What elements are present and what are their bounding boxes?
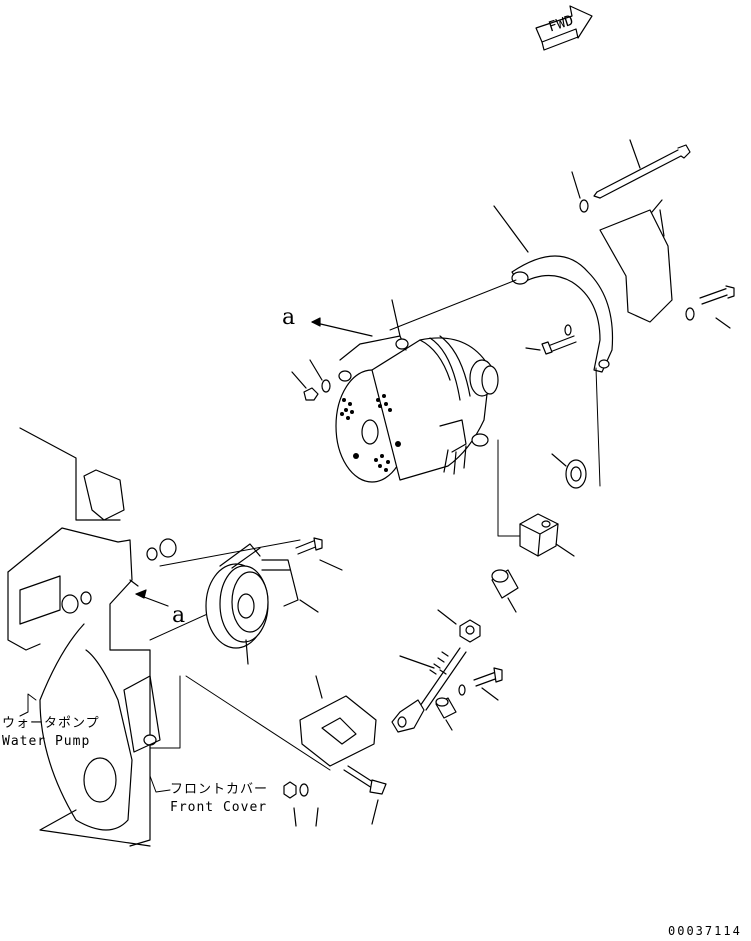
view-arrow <box>135 589 169 607</box>
long-bolt <box>593 139 691 199</box>
bolt <box>525 324 577 355</box>
alternator <box>335 299 499 483</box>
view-marker-left: a <box>172 603 186 628</box>
mounting-bracket <box>493 205 614 373</box>
alignment-lines <box>149 279 601 771</box>
bolt <box>343 765 387 825</box>
water-pump-label-jp: ウォータポンプ <box>2 716 100 731</box>
alternator-cover-plate <box>599 199 673 323</box>
adjusting-rod <box>391 647 467 733</box>
fwd-arrow-icon <box>535 5 593 51</box>
pulley <box>205 543 269 665</box>
washer <box>299 783 319 827</box>
nut <box>437 609 481 643</box>
nut <box>291 371 319 401</box>
bolt <box>295 537 343 571</box>
adjusting-block <box>519 513 575 557</box>
front-cover-label-jp: フロントカバー <box>170 782 269 797</box>
label-leaders <box>19 693 171 793</box>
collar <box>551 453 587 489</box>
water-pump-fitting <box>61 538 177 614</box>
bolt <box>685 285 735 329</box>
washer <box>571 171 589 213</box>
spacer <box>491 569 519 613</box>
bolt <box>458 667 503 701</box>
bushing <box>435 697 457 731</box>
nut <box>283 781 297 827</box>
drawing-number: 00037114 <box>668 924 742 938</box>
front-cover-label-en: Front Cover <box>170 800 268 815</box>
fan-belt <box>261 559 319 613</box>
view-arrow <box>311 317 373 337</box>
washer <box>309 359 331 393</box>
lower-bracket <box>299 675 377 767</box>
view-marker-top: a <box>282 305 296 330</box>
water-pump-label-en: Water Pump <box>2 734 91 749</box>
engine-front-cover <box>7 427 161 847</box>
